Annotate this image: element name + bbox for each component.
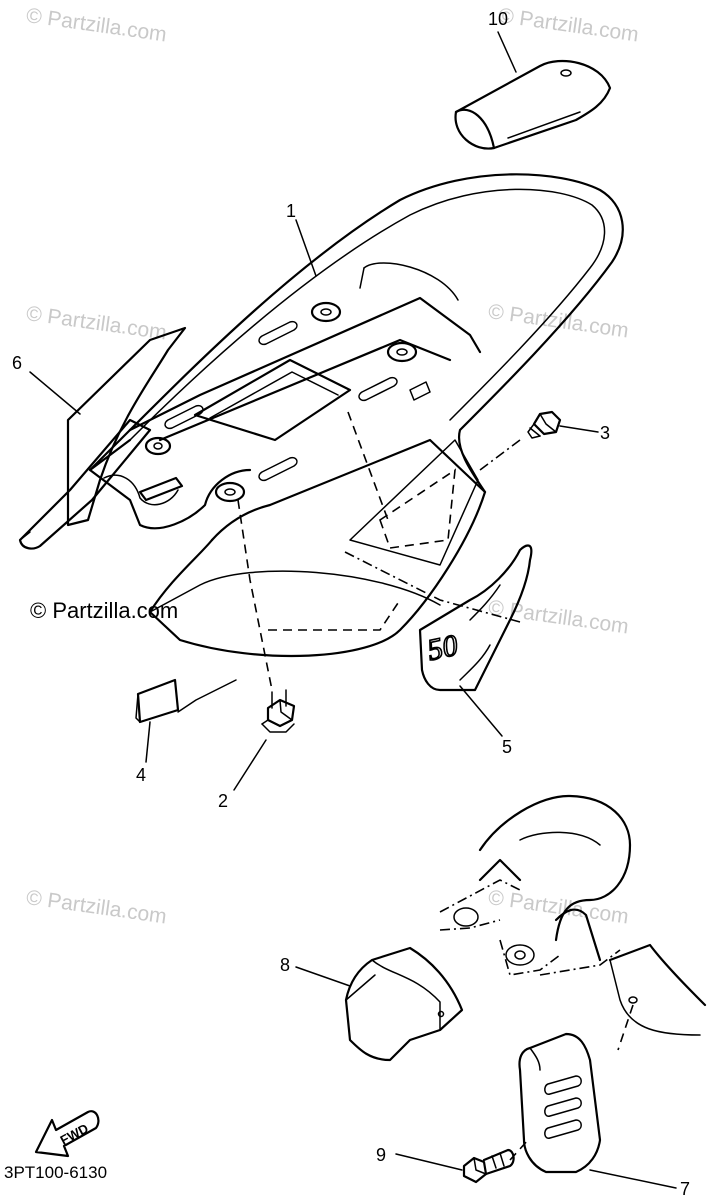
callout-6: 6 (12, 353, 23, 373)
part-6-side-flap (18, 326, 187, 550)
callout-2: 2 (218, 791, 229, 811)
callout-10: 10 (488, 9, 509, 29)
assembly-line-9 (509, 1139, 529, 1161)
assembly-line-3 (479, 439, 521, 471)
part-10-grip-cover (454, 59, 612, 150)
callout-9: 9 (376, 1145, 387, 1165)
part-8-bracket-guard (344, 946, 464, 1062)
partzilla-credit: © Partzilla.com (30, 598, 179, 623)
callout-3: 3 (600, 423, 611, 443)
part-3-bolt (527, 410, 562, 439)
part-9-bolt (462, 1148, 515, 1184)
diagram-code: 3PT100-6130 (4, 1163, 108, 1182)
callout-8: 8 (280, 955, 291, 975)
callout-4: 4 (136, 765, 147, 785)
callout-7: 7 (680, 1179, 691, 1199)
part-5-emblem: 50 (418, 544, 533, 692)
part-1-rear-fender (88, 173, 624, 658)
part-2-bolt (261, 689, 296, 733)
fwd-arrow-icon: FWD (34, 1110, 100, 1158)
fwd-label: FWD (58, 1121, 91, 1148)
part-4-pad (135, 678, 180, 724)
part-7-footrest-guard (518, 1032, 602, 1174)
callout-1: 1 (286, 201, 297, 221)
assembly-line-2 (237, 499, 273, 691)
leader-lines (29, 31, 677, 1189)
leader-4-connection (177, 679, 237, 713)
emblem-number: 50 (425, 629, 461, 668)
callout-5: 5 (502, 737, 513, 757)
frame-detail (439, 794, 707, 1051)
